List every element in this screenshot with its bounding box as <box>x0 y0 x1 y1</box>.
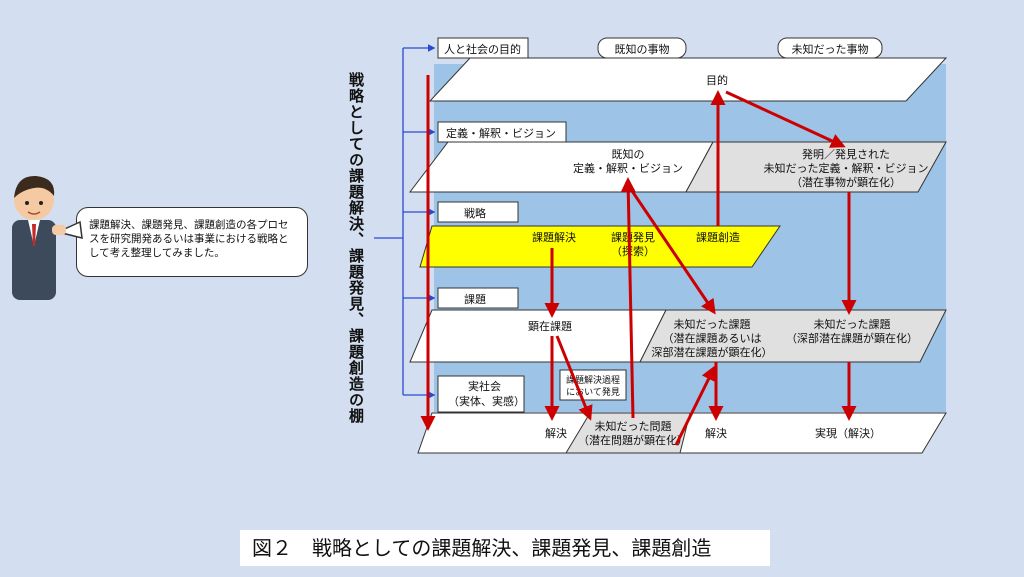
node-process-1: 課題解決過程 <box>566 374 620 386</box>
node-found-def-2: 未知だった定義・解釈・ビジョン <box>764 161 929 175</box>
layer-strategy-label <box>437 201 519 223</box>
layer-purpose-text: 人と社会の目的 <box>444 42 521 56</box>
node-unk-issue2-1: 未知だった課題 <box>814 317 891 331</box>
node-find-1: 課題発見 <box>611 230 655 244</box>
strategy-band <box>419 225 781 268</box>
node-unk-prob-2: （潜在問題が顕在化） <box>578 433 688 447</box>
node-resolve1: 解決 <box>545 426 567 440</box>
node-find-2: （探索） <box>611 244 655 258</box>
node-process-2: において発見 <box>566 386 620 398</box>
arrow-apparent-prob <box>555 335 593 421</box>
column-unknown-text: 未知だった事物 <box>792 42 869 56</box>
flow-arrows <box>420 75 857 446</box>
speech-bubble: 課題解決、課題発見、課題創造の各プロセスを研究開発あるいは事業における戦略として… <box>76 207 308 277</box>
node-known-def-2: 定義・解釈・ビジョン <box>573 161 683 175</box>
node-resolve2: 解決 <box>705 426 727 440</box>
figure-caption: 図２ 戦略としての課題解決、課題発見、課題創造 <box>240 530 770 566</box>
node-unk-issue1-2: （潜在課題あるいは <box>663 331 762 345</box>
layer-definition-text: 定義・解釈・ビジョン <box>446 126 556 140</box>
arrow-purpose-found <box>725 90 846 148</box>
layer-society-sub: （実体、実感） <box>448 394 525 408</box>
businessman-icon <box>12 175 66 300</box>
node-unk-issue2-2: （深部潜在課題が顕在化） <box>786 331 918 345</box>
arrow-prob-issue1 <box>674 365 716 446</box>
arrow-prob-known-def <box>620 177 636 419</box>
column-known-text: 既知の事物 <box>615 42 670 56</box>
node-unk-issue1-1: 未知だった課題 <box>674 317 751 331</box>
society-band-unknown <box>565 412 691 454</box>
process-note <box>559 369 627 401</box>
node-unk-prob-1: 未知だった問題 <box>595 419 672 433</box>
node-purpose: 目的 <box>706 73 728 87</box>
node-found-def-1: 発明／発見された <box>802 147 890 161</box>
vertical-title: 戦略としての課題解決、課題発見、課題創造の棚 <box>347 72 365 424</box>
node-create: 課題創造 <box>696 230 740 244</box>
node-apparent: 顕在課題 <box>528 319 572 333</box>
layer-strategy-text: 戦略 <box>464 206 486 220</box>
issue-band-known <box>409 309 667 363</box>
node-unk-issue1-3: 深部潜在課題が顕在化） <box>652 345 773 359</box>
node-realize: 実現（解決） <box>815 426 881 440</box>
node-found-def-3: （潜在事物が顕在化） <box>791 175 901 189</box>
node-known-def-1: 既知の <box>612 147 645 161</box>
purpose-band <box>428 57 948 102</box>
layer-issue-label <box>437 287 519 309</box>
arrow-find-issue1 <box>624 181 716 315</box>
definition-band-unknown <box>685 141 947 193</box>
layer-issue-text: 課題 <box>464 292 486 306</box>
node-solve: 課題解決 <box>532 230 576 244</box>
layer-bracket <box>374 44 436 399</box>
layer-society-label <box>437 375 525 413</box>
speech-tail <box>55 220 83 239</box>
layer-society-text: 実社会 <box>468 379 501 393</box>
